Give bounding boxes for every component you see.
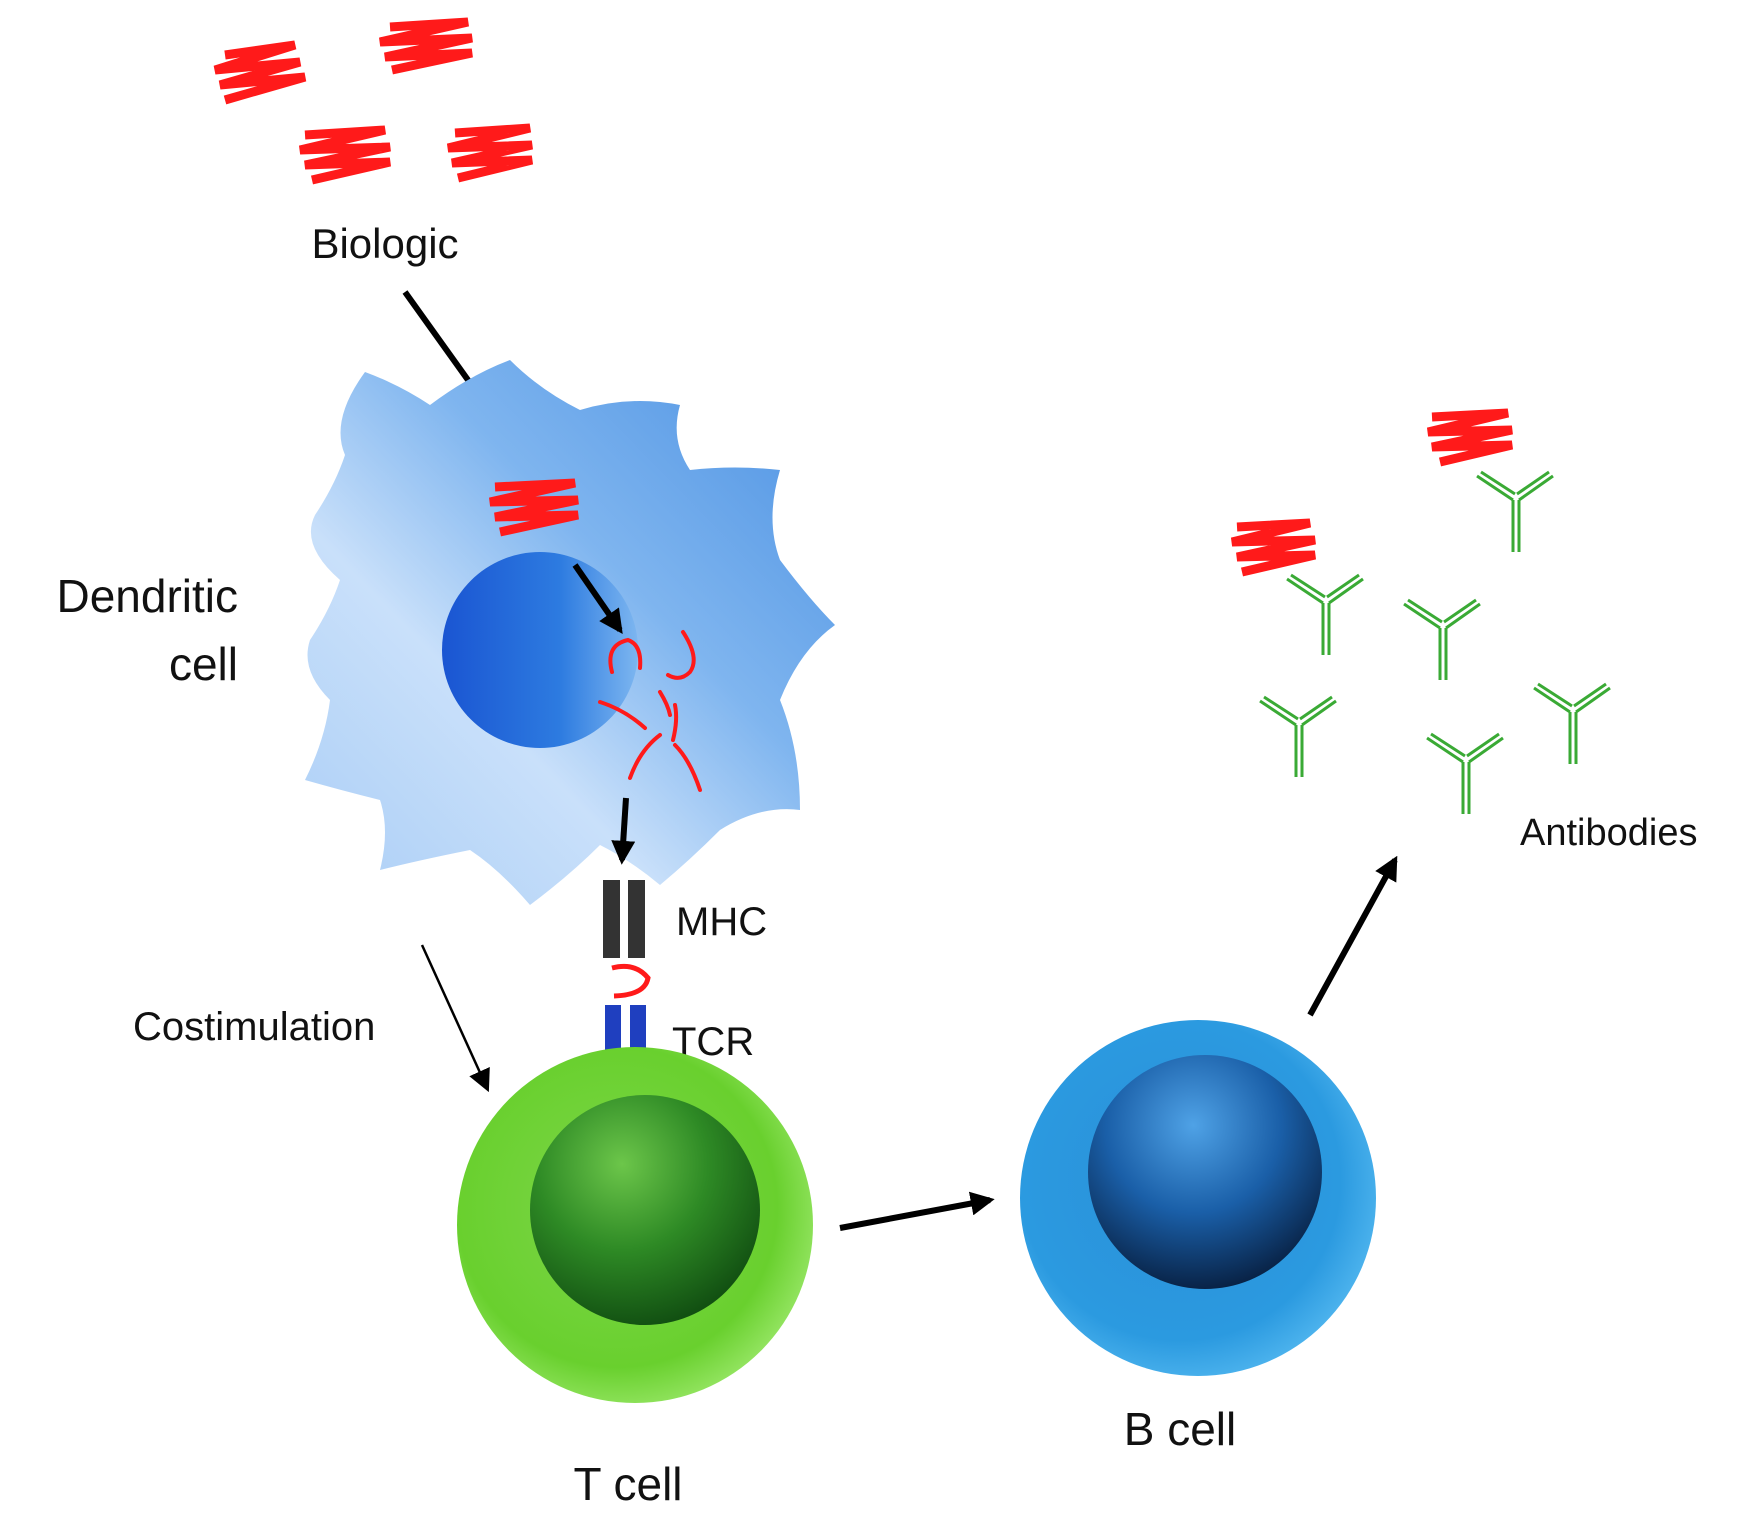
antibodies-label: Antibodies	[1520, 812, 1697, 854]
mhc-chain	[603, 880, 620, 958]
internalized-biologic-zigzag	[489, 478, 579, 537]
t-cell-label: T cell	[573, 1458, 682, 1510]
antibodies	[1259, 470, 1611, 814]
arrow-t-to-b	[839, 1191, 995, 1231]
peptide-fragment	[666, 630, 696, 680]
b-cell-label: B cell	[1124, 1403, 1236, 1455]
dendritic-cell-nucleus	[442, 552, 638, 748]
peptide-fragment	[598, 700, 647, 730]
antibody-icon	[1533, 682, 1611, 764]
arrow-costimulation	[420, 944, 490, 1093]
antibody-icon	[1426, 732, 1504, 814]
presented-peptide	[611, 963, 651, 999]
arrow-b-to-antibodies	[1307, 855, 1398, 1017]
antibody-icon	[1476, 470, 1554, 552]
peptide-fragments	[598, 630, 702, 792]
peptide-fragment	[628, 733, 662, 780]
dendritic-cell-label-line1: Dendritic	[56, 570, 238, 622]
biologic-label: Biologic	[311, 220, 458, 267]
biologic-zigzag-3	[298, 125, 392, 185]
mhc-chain	[628, 880, 645, 958]
mhc-molecule	[603, 880, 645, 958]
antibody-icon	[1286, 573, 1364, 655]
antibody-icon	[1259, 695, 1337, 777]
biologic-zigzag-2	[379, 17, 473, 75]
peptide-fragment	[608, 637, 643, 674]
costimulation-label: Costimulation	[133, 1005, 375, 1049]
t-cell-nucleus	[530, 1095, 760, 1325]
bound-biologic-zigzag	[1426, 408, 1514, 467]
bound-biologic	[1230, 408, 1514, 577]
biologic-zigzag-4	[446, 123, 534, 183]
b-cell-nucleus	[1088, 1055, 1322, 1289]
mhc-label: MHC	[676, 900, 767, 944]
dendritic-cell-label-line2: cell	[169, 638, 238, 690]
peptide-fragment	[673, 743, 702, 792]
antibody-icon	[1403, 598, 1481, 680]
biologic-zigzag-1	[213, 40, 307, 105]
arrow-to-mhc	[611, 797, 636, 865]
bound-biologic-zigzag	[1230, 518, 1317, 577]
arrow-internalization	[572, 563, 623, 634]
peptide-fragment	[658, 690, 672, 717]
peptide-fragment	[671, 703, 679, 742]
biologic-molecules	[213, 17, 534, 185]
